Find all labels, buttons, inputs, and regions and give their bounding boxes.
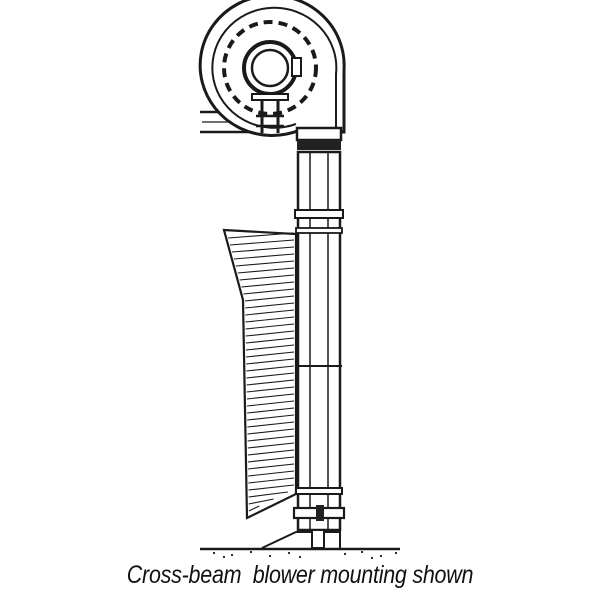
motor-icon bbox=[242, 40, 302, 133]
vertical-duct-icon bbox=[292, 150, 346, 532]
hatched-screen-icon bbox=[222, 228, 298, 520]
blower-mounting-diagram bbox=[198, 0, 400, 560]
diagram-caption: Cross-beam blower mounting shown bbox=[126, 561, 474, 589]
duct-transition-band bbox=[297, 140, 341, 153]
ground-floor-icon bbox=[200, 529, 400, 560]
